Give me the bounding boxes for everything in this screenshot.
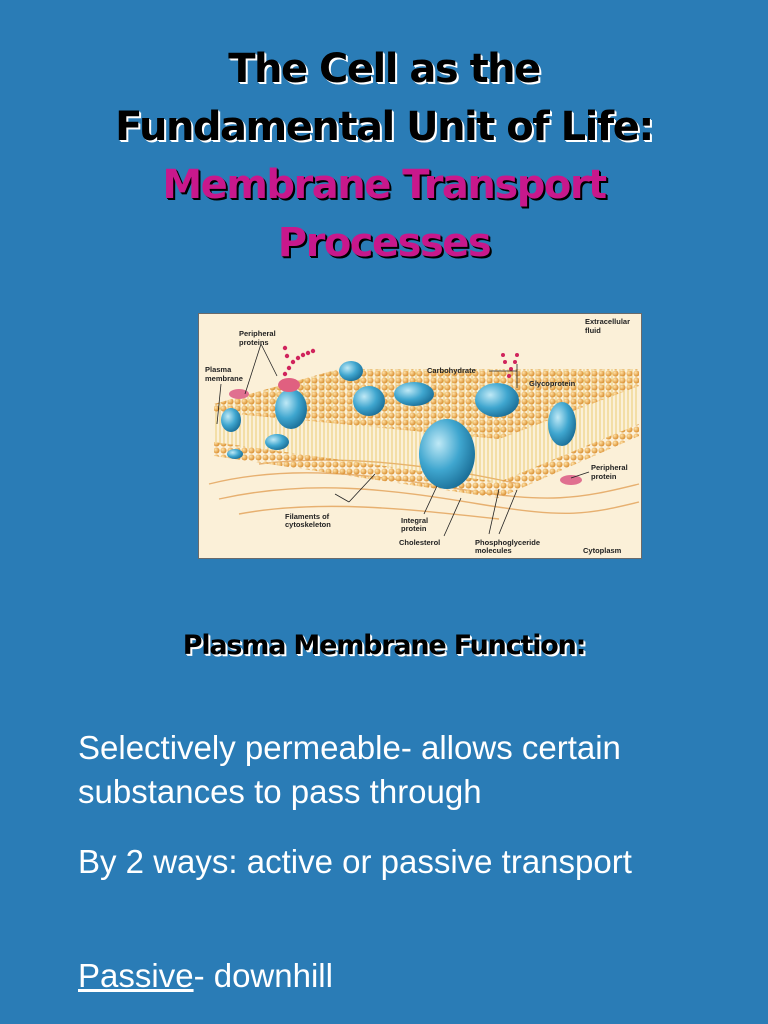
slide-title: The Cell as the Fundamental Unit of Life… xyxy=(0,40,768,272)
leader-lines xyxy=(216,343,590,537)
plasma-membrane-diagram: Peripheral proteins Plasma membrane Extr… xyxy=(198,313,642,559)
label-peripheral-protein-2: protein xyxy=(591,472,617,481)
title-line-3: Membrane Transport xyxy=(162,162,607,208)
label-filaments-1: Filaments of xyxy=(285,512,330,521)
label-integral-protein-2: protein xyxy=(401,524,427,533)
label-plasma-membrane-2: membrane xyxy=(205,374,243,383)
label-extracellular-fluid-1: Extracellular xyxy=(585,317,630,326)
title-line-1: The Cell as the xyxy=(228,46,541,92)
label-peripheral-protein-1: Peripheral xyxy=(591,463,628,472)
label-integral-protein-1: Integral xyxy=(401,516,428,525)
label-carbohydrate: Carbohydrate xyxy=(427,366,476,375)
title-line-2: Fundamental Unit of Life: xyxy=(115,104,654,150)
label-peripheral-proteins-2: proteins xyxy=(239,338,269,347)
paragraph-selectively-permeable: Selectively permeable- allows certain su… xyxy=(78,729,621,810)
title-line-4: Processes xyxy=(277,220,492,266)
membrane-proteins xyxy=(221,361,582,489)
label-plasma-membrane-1: Plasma xyxy=(205,365,232,374)
passive-description: - downhill xyxy=(193,957,333,994)
label-cytoplasm: Cytoplasm xyxy=(583,546,622,555)
label-cholesterol: Cholesterol xyxy=(399,538,440,547)
label-peripheral-proteins-1: Peripheral xyxy=(239,329,276,338)
membrane-illustration: Peripheral proteins Plasma membrane Extr… xyxy=(205,317,640,555)
diagram-labels: Peripheral proteins Plasma membrane Extr… xyxy=(205,317,630,555)
section-subheading: Plasma Membrane Function: xyxy=(182,630,587,661)
label-phosphoglyceride-1: Phosphoglyceride xyxy=(475,538,540,547)
carbohydrate-chains xyxy=(282,345,519,378)
label-extracellular-fluid-2: fluid xyxy=(585,326,601,335)
lipid-bilayer xyxy=(214,369,639,498)
label-filaments-2: cytoskeleton xyxy=(285,520,331,529)
paragraph-passive: Passive- downhill xyxy=(78,954,738,998)
label-phosphoglyceride-2: molecules xyxy=(475,546,512,555)
passive-term: Passive xyxy=(78,957,194,994)
paragraph-two-ways: By 2 ways: active or passive transport xyxy=(78,843,632,880)
label-glycoprotein: Glycoprotein xyxy=(529,379,576,388)
